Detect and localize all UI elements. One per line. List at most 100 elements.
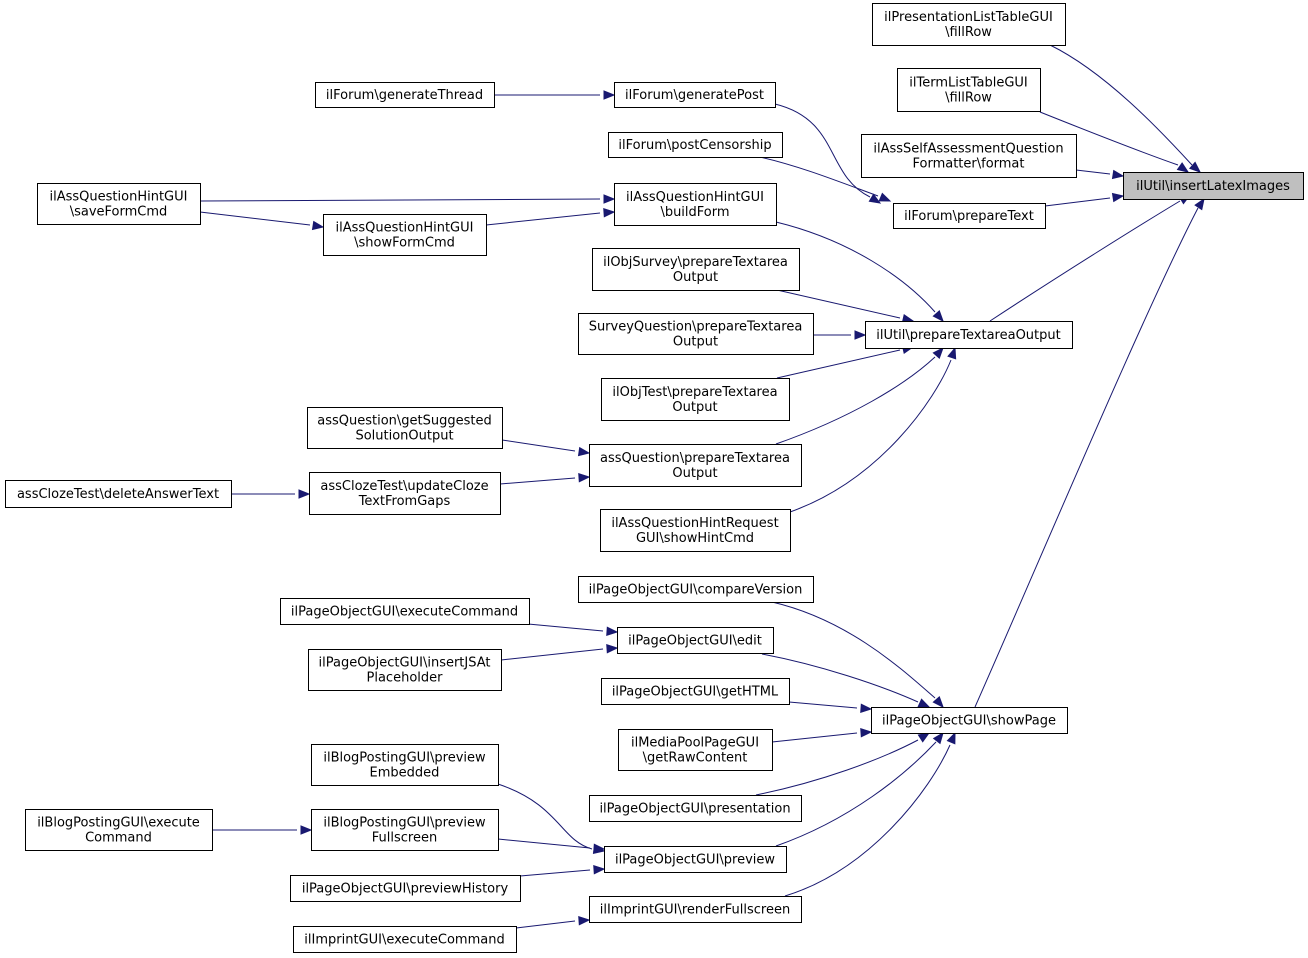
node-box — [280, 598, 530, 625]
node-hint-build-form[interactable]: ilAssQuestionHintGUI\buildForm — [614, 183, 777, 226]
edge-line — [485, 212, 601, 226]
node-box — [589, 896, 802, 923]
node-forum-post-censorship[interactable]: ilForum\postCensorship — [608, 132, 783, 158]
node-label-line: ilUtil\prepareTextareaOutput — [876, 328, 1060, 343]
edge-line — [755, 739, 919, 796]
node-survey-question-prep[interactable]: SurveyQuestion\prepareTextareaOutput — [578, 313, 814, 355]
edge-line — [761, 653, 919, 703]
arrowhead-icon — [860, 728, 873, 738]
edge-hint-save-form-cmd-to-hint-build-form — [199, 194, 616, 204]
node-box — [614, 82, 776, 108]
edge-line — [759, 156, 879, 197]
edge-blog-preview-fullscreen-to-pog-preview — [497, 838, 606, 853]
edge-line — [776, 289, 901, 319]
edge-line — [789, 359, 952, 513]
arrowhead-icon — [593, 843, 606, 853]
node-box — [614, 183, 777, 226]
node-term-list[interactable]: ilTermListTableGUI\fillRow — [897, 68, 1041, 112]
node-label-line: ilPageObjectGUI\insertJSAt — [319, 656, 491, 671]
node-label-line: ilForum\postCensorship — [618, 138, 771, 153]
arrowhead-icon — [854, 330, 867, 340]
node-box — [601, 378, 790, 421]
node-media-pool-raw[interactable]: ilMediaPoolPageGUI\getRawContent — [618, 729, 773, 771]
node-imprint-render-fullscreen[interactable]: ilImprintGUI\renderFullscreen — [589, 896, 802, 923]
node-hint-show-form-cmd[interactable]: ilAssQuestionHintGUI\showFormCmd — [323, 214, 487, 256]
node-box — [311, 744, 499, 786]
edge-pog-compare-version-to-pog-show-page — [771, 601, 944, 709]
edge-forum-prepare-text-to-insert-latex-images — [1044, 192, 1125, 207]
node-insert-latex-images[interactable]: ilUtil\insertLatexImages — [1123, 172, 1304, 200]
arrowhead-icon — [298, 489, 311, 499]
node-forum-prepare-text[interactable]: ilForum\prepareText — [893, 203, 1046, 229]
node-prep-textarea-output[interactable]: ilUtil\prepareTextareaOutput — [865, 321, 1073, 349]
node-label-line: Embedded — [370, 766, 440, 781]
node-box — [601, 678, 790, 705]
node-box — [578, 313, 814, 355]
arrowhead-icon — [917, 698, 931, 708]
node-pog-edit[interactable]: ilPageObjectGUI\edit — [617, 627, 774, 654]
edge-imprint-render-fullscreen-to-pog-show-page — [784, 731, 956, 897]
node-obj-test-prep[interactable]: ilObjTest\prepareTextareaOutput — [601, 378, 790, 421]
target-node-box — [1123, 172, 1304, 200]
node-ass-self-fmt[interactable]: ilAssSelfAssessmentQuestionFormatter\for… — [861, 134, 1077, 178]
edge-pog-execute-command-to-pog-edit — [527, 623, 619, 636]
edge-line — [497, 783, 593, 850]
node-pog-preview-history[interactable]: ilPageObjectGUI\previewHistory — [290, 875, 521, 902]
node-cloze-delete[interactable]: assClozeTest\deleteAnswerText — [5, 480, 232, 508]
node-imprint-execute-command[interactable]: ilImprintGUI\executeCommand — [293, 926, 517, 953]
node-pog-compare-version[interactable]: ilPageObjectGUI\compareVersion — [578, 576, 814, 603]
edge-pres-list-to-insert-latex-images — [1049, 44, 1202, 173]
edge-line — [199, 198, 601, 202]
arrowhead-icon — [932, 310, 944, 323]
node-blog-execute-command[interactable]: ilBlogPostingGUI\executeCommand — [25, 809, 213, 851]
node-label-line: assQuestion\getSuggested — [317, 414, 492, 429]
node-box — [315, 82, 495, 108]
node-label-line: ilPageObjectGUI\presentation — [599, 802, 790, 817]
node-label-line: \getRawContent — [643, 751, 748, 766]
node-pog-get-html[interactable]: ilPageObjectGUI\getHTML — [601, 678, 790, 705]
arrowhead-icon — [603, 90, 616, 100]
arrowhead-icon — [917, 732, 931, 743]
node-pres-list[interactable]: ilPresentationListTableGUI\fillRow — [872, 3, 1066, 46]
node-pog-show-page[interactable]: ilPageObjectGUI\showPage — [871, 707, 1068, 734]
node-forum-generate-post[interactable]: ilForum\generatePost — [614, 82, 776, 108]
node-label-line: assQuestion\prepareTextarea — [600, 451, 790, 466]
arrowhead-icon — [932, 696, 944, 709]
edge-blog-execute-command-to-blog-preview-fullscreen — [212, 825, 313, 835]
node-box — [5, 480, 232, 508]
edge-line — [501, 439, 576, 452]
node-label-line: ilImprintGUI\executeCommand — [304, 933, 504, 948]
edges-layer — [199, 44, 1205, 929]
nodes-layer: ilUtil\insertLatexImages ilPresentationLi… — [5, 3, 1304, 953]
node-box — [589, 795, 802, 822]
node-ass-question-prep[interactable]: assQuestion\prepareTextareaOutput — [589, 444, 802, 487]
arrowhead-icon — [300, 825, 313, 835]
arrowhead-icon — [1111, 192, 1125, 203]
arrowhead-icon — [932, 731, 944, 745]
node-box — [861, 134, 1077, 178]
node-pog-presentation[interactable]: ilPageObjectGUI\presentation — [589, 795, 802, 822]
edge-imprint-execute-command-to-imprint-render-fullscreen — [515, 916, 591, 929]
edge-pog-edit-to-pog-show-page — [761, 653, 931, 708]
node-obj-survey-prep[interactable]: ilObjSurvey\prepareTextareaOutput — [592, 248, 800, 291]
node-pog-preview[interactable]: ilPageObjectGUI\preview — [604, 846, 787, 873]
node-hint-save-form-cmd[interactable]: ilAssQuestionHintGUI\saveFormCmd — [37, 183, 201, 225]
edge-hint-show-form-cmd-to-hint-build-form — [485, 208, 616, 226]
node-pog-execute-command[interactable]: ilPageObjectGUI\executeCommand — [280, 598, 530, 625]
edge-cloze-update-to-ass-question-prep — [499, 473, 591, 485]
node-box — [589, 444, 802, 487]
node-label-line: SolutionOutput — [355, 429, 453, 444]
edge-line — [1075, 169, 1111, 175]
node-label-line: Output — [672, 400, 717, 415]
node-box — [592, 248, 800, 291]
edge-line — [519, 869, 591, 877]
node-label-line: ilPageObjectGUI\showPage — [882, 714, 1056, 729]
node-forum-generate-thread[interactable]: ilForum\generateThread — [315, 82, 495, 108]
